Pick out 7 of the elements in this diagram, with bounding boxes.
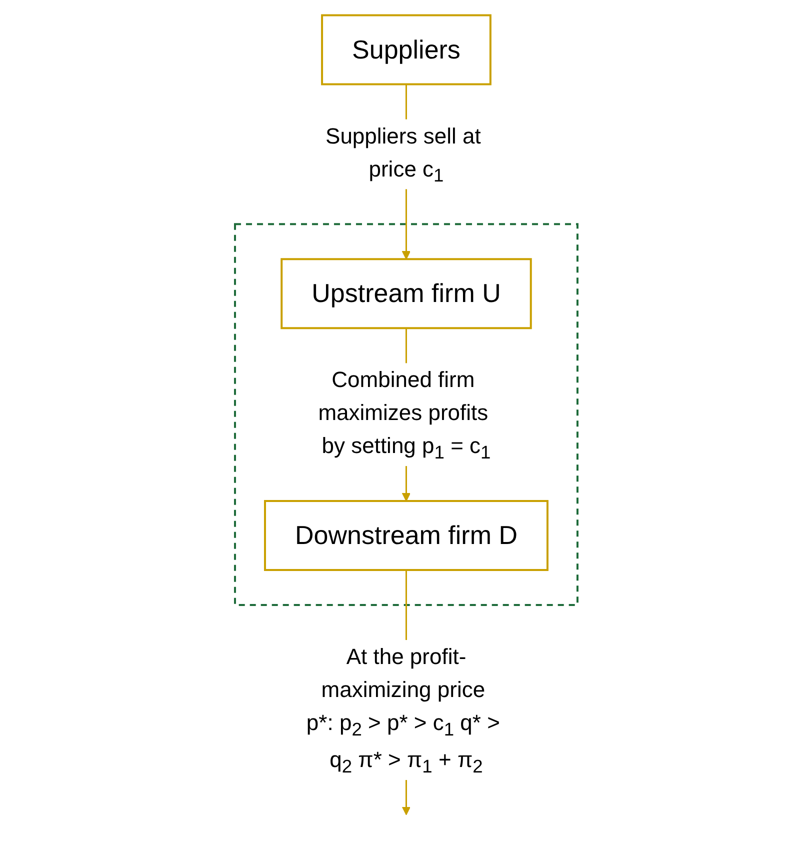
- node-box: Upstream firm U: [280, 258, 532, 330]
- node-box: Suppliers: [320, 14, 492, 86]
- node-box: Downstream firm D: [264, 500, 548, 571]
- edge-label: At the profit-maximizing price p*: p$_{2}$ > p* > c$_{1}$ q* > q$_{2}$ π* > π$_{1}$ + π$_{2}$: [306, 644, 500, 776]
- cluster: [234, 223, 578, 606]
- edge-label: Combined firm maximizes profits by setting p$_{1}$ = c$_{1}$: [318, 367, 490, 463]
- edge-label: Suppliers sell at price c$_{1}$: [325, 123, 481, 186]
